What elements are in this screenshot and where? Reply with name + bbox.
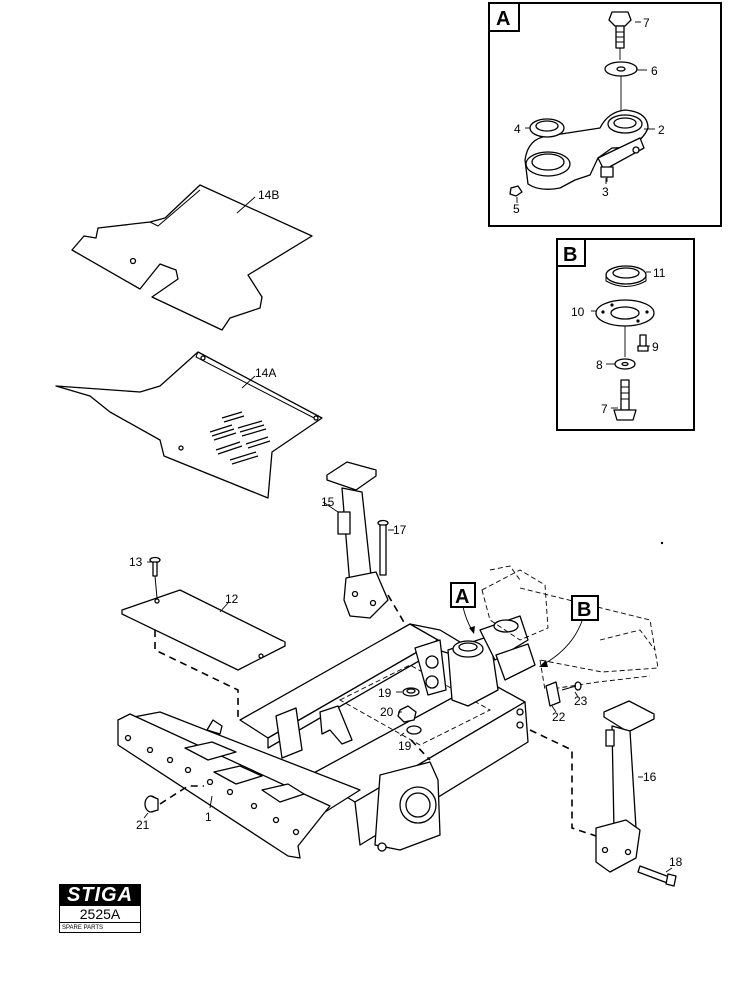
callout-4: 4 <box>514 122 521 136</box>
callout-6: 6 <box>651 64 658 78</box>
callout-7-a: 7 <box>643 16 650 30</box>
callout-14b: 14B <box>258 188 279 202</box>
callout-7-b: 7 <box>601 402 608 416</box>
inset-a-letter: A <box>496 8 510 30</box>
rear-axle-ghost <box>481 565 659 691</box>
callout-1: 1 <box>205 810 212 824</box>
steering-arm-2 <box>524 109 649 190</box>
view-marker-a: A <box>450 582 476 634</box>
svg-text:B: B <box>577 599 591 621</box>
view-marker-b: B <box>539 595 599 667</box>
cover-plate-12: 12 <box>121 589 286 671</box>
assembly-line-12 <box>154 630 239 720</box>
callout-15: 15 <box>321 495 335 509</box>
stray-dot <box>660 541 664 545</box>
callout-1-group: 1 <box>205 795 213 824</box>
bolt-18: 18 <box>637 855 683 887</box>
diagram-code: 2525A <box>59 906 141 923</box>
steering-column-15: 15 <box>321 461 389 619</box>
callout-17: 17 <box>393 523 407 537</box>
callout-19-top: 19 <box>378 686 392 700</box>
floor-mat-14a: 14A <box>55 351 323 499</box>
bolt-17: 17 <box>377 519 407 576</box>
callout-19-bottom: 19 <box>398 739 412 753</box>
logo-caption: SPARE PARTS <box>59 923 141 933</box>
callout-18: 18 <box>669 855 683 869</box>
stiga-logo: STIGA 2525A SPARE PARTS <box>59 884 141 936</box>
callout-21: 21 <box>136 818 150 832</box>
washer-20: 20 <box>380 705 417 723</box>
steering-pivot-assembly <box>414 615 536 707</box>
screw-13-axis <box>154 575 158 599</box>
washer-8 <box>614 358 636 370</box>
bolt-7-b <box>613 379 637 421</box>
floor-mat-14b: 14B <box>71 184 313 331</box>
tread-pattern <box>209 411 271 465</box>
callout-16: 16 <box>643 770 657 784</box>
bearing-11 <box>605 265 647 287</box>
nut-19-top: 19 <box>378 686 420 700</box>
nut-5 <box>509 185 523 197</box>
assembly-line-16 <box>529 729 597 837</box>
callout-9: 9 <box>652 340 659 354</box>
callout-2: 2 <box>658 123 665 137</box>
callout-20: 20 <box>380 705 394 719</box>
callout-8: 8 <box>596 358 603 372</box>
inset-b-letter: B <box>563 244 577 266</box>
plug-21: 21 <box>136 785 204 832</box>
bolt-3 <box>600 166 614 182</box>
assembly-line-15 <box>387 594 406 625</box>
bolt-7-a <box>608 11 632 60</box>
bolt-23: 23 <box>561 681 588 708</box>
callout-12: 12 <box>225 592 239 606</box>
washer-6 <box>604 61 638 118</box>
inset-b: B 11 10 9 <box>556 238 695 431</box>
block-22: 22 <box>545 681 566 724</box>
screw-13: 13 <box>129 555 161 577</box>
callout-3: 3 <box>602 185 609 199</box>
assembly-line-19 <box>410 739 431 761</box>
logo-brand: STIGA <box>59 884 141 906</box>
bolt-9 <box>637 334 649 352</box>
svg-text:A: A <box>455 586 469 608</box>
callout-10: 10 <box>571 305 585 319</box>
callout-23: 23 <box>574 694 588 708</box>
callout-14a: 14A <box>255 366 276 380</box>
callout-22: 22 <box>552 710 566 724</box>
inset-a: A <box>488 2 722 227</box>
callout-13: 13 <box>129 555 143 569</box>
flange-plate-10 <box>595 299 655 327</box>
nut-19-bottom: 19 <box>398 725 422 753</box>
callout-5: 5 <box>513 202 520 216</box>
steering-column-16: 16 <box>595 700 657 873</box>
callout-11: 11 <box>653 266 666 280</box>
